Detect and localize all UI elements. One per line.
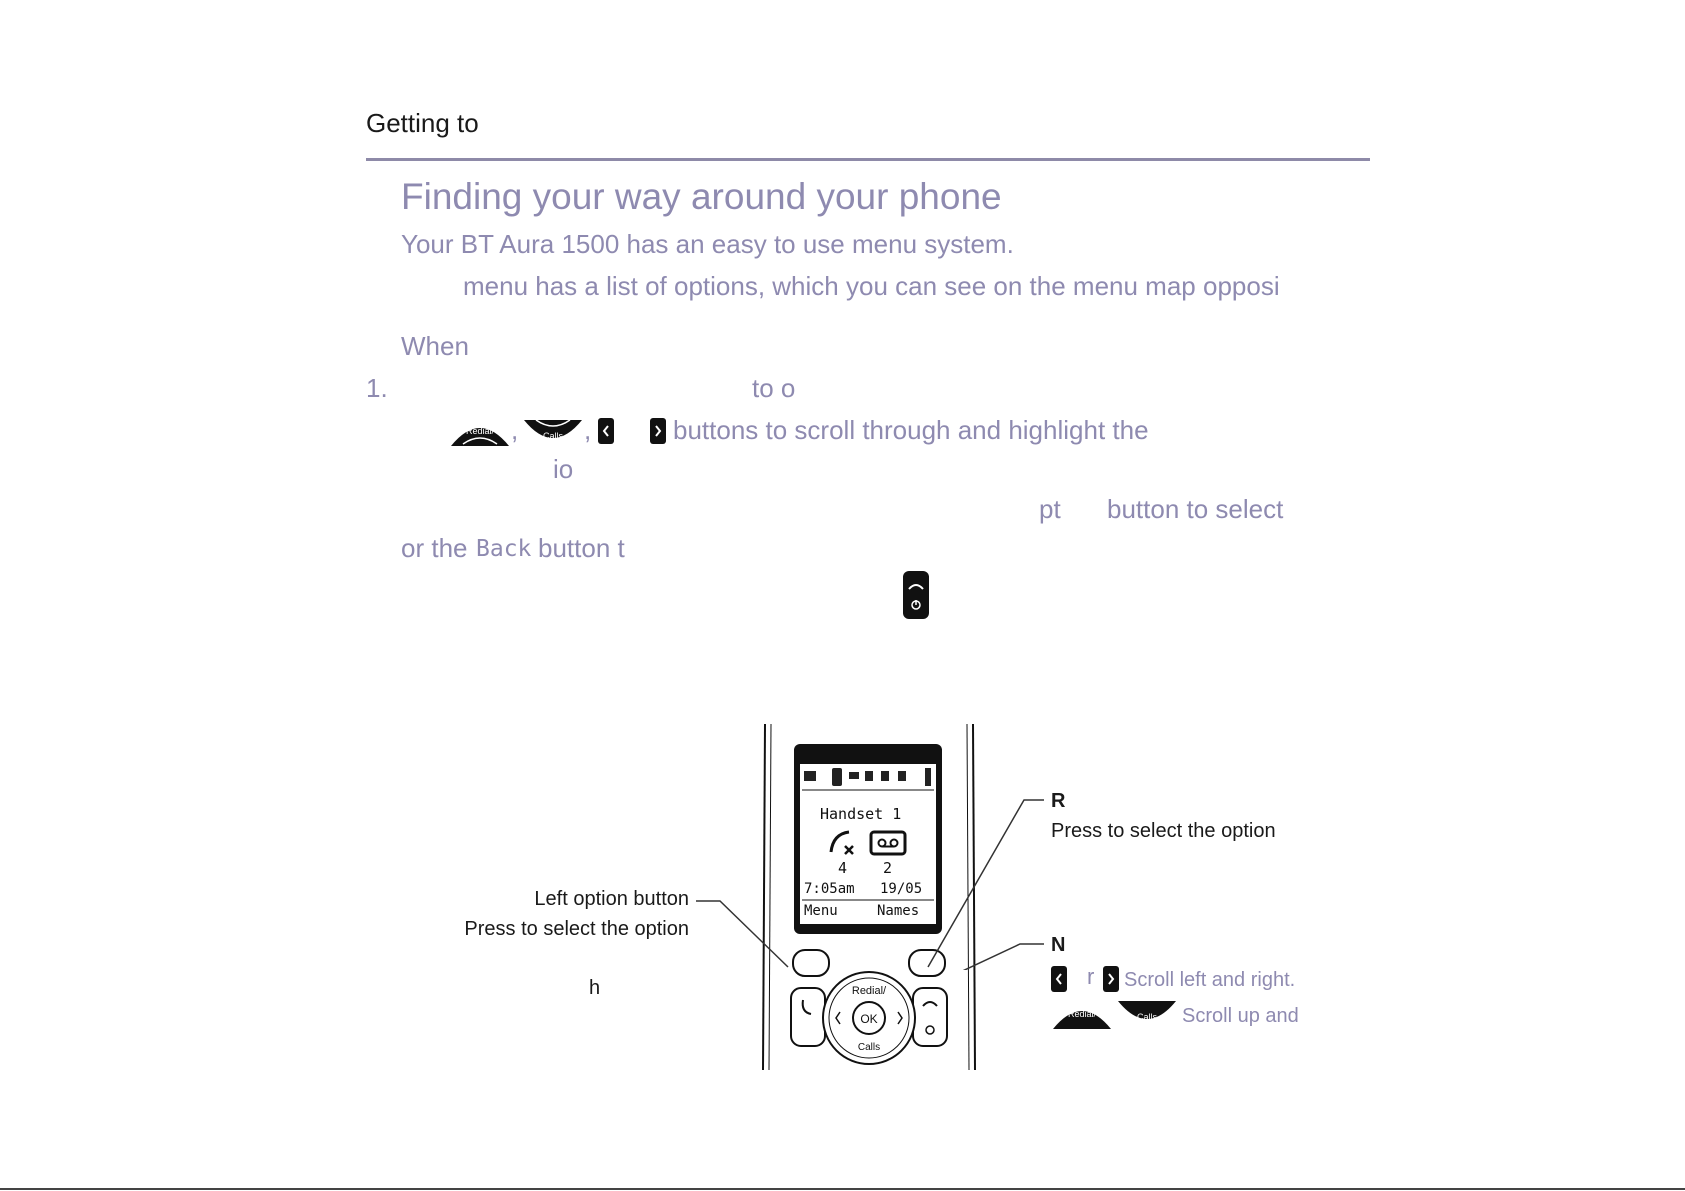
left-callout-fragment: h xyxy=(589,977,601,999)
step-number-1: 1. xyxy=(366,373,388,403)
nav-callout-heading: N xyxy=(1051,934,1066,956)
nav-callout-up-down: Scroll up and xyxy=(1182,1005,1299,1027)
screen-time: 7:05am xyxy=(804,881,855,897)
nav-calls-key-label: Calls xyxy=(1137,1012,1158,1022)
step-fragment-pt: pt xyxy=(1039,494,1061,524)
section-header: Getting to xyxy=(366,108,479,138)
redial-key-label: Redial/ xyxy=(466,426,495,436)
step-fragment-to-o: to o xyxy=(752,373,796,403)
step-fragment-io: io xyxy=(553,454,574,484)
callout-leader-lines xyxy=(696,799,1044,970)
phone-illustration: Redial/ OK Calls xyxy=(762,724,976,1070)
screen-missed-count: 4 xyxy=(838,859,848,877)
end-key[interactable] xyxy=(912,987,948,1047)
right-arrow-key-icon xyxy=(650,418,666,444)
redial-key-icon: Redial/ xyxy=(451,426,509,446)
screen-left-softkey: Menu xyxy=(804,903,838,919)
status-icons xyxy=(804,768,931,786)
calls-key-label: Calls xyxy=(543,431,564,441)
nav-calls-key-icon: Calls xyxy=(1118,1001,1176,1022)
end-call-key-icon xyxy=(903,571,929,619)
comma-2: , xyxy=(584,415,592,445)
intro-line-1: Your BT Aura 1500 has an easy to use men… xyxy=(401,229,1014,259)
button-t-text: button t xyxy=(538,533,625,563)
screen-handset-title: Handset 1 xyxy=(820,805,902,823)
bottom-rule xyxy=(0,1188,1685,1190)
screen-message-count: 2 xyxy=(883,859,893,877)
ok-button[interactable] xyxy=(852,1001,886,1035)
right-option-callout-desc: Press to select the option xyxy=(1051,820,1276,842)
nav-callout-or: r xyxy=(1087,964,1095,989)
nav-callout-left-right: Scroll left and right. xyxy=(1124,969,1296,991)
voicemail-icon xyxy=(869,830,907,856)
screen-date: 19/05 xyxy=(880,881,923,897)
nav-ok-label: OK xyxy=(860,1012,877,1026)
nav-calls-label: Calls xyxy=(858,1042,880,1053)
when-text: When xyxy=(401,331,469,361)
nav-left-arrow-icon xyxy=(1051,966,1067,992)
page-title: Finding your way around your phone xyxy=(401,176,1002,217)
select-instruction: button to select xyxy=(1107,494,1284,524)
nav-right-arrow-icon xyxy=(1103,966,1119,992)
or-the-text: or the xyxy=(401,533,468,563)
back-softkey-label: Back xyxy=(476,536,532,562)
left-option-callout-desc: Press to select the option xyxy=(464,918,689,940)
left-arrow-key-icon xyxy=(598,418,614,444)
right-option-button[interactable] xyxy=(908,949,946,977)
nav-redial-label: Redial/ xyxy=(852,985,887,997)
calls-key-icon: Calls xyxy=(524,419,582,441)
left-option-button[interactable] xyxy=(792,949,830,977)
intro-line-2: menu has a list of options, which you ca… xyxy=(463,271,1280,301)
nav-redial-key-icon: Redial/ xyxy=(1053,1009,1111,1029)
nav-redial-key-label: Redial/ xyxy=(1068,1009,1097,1019)
screen-right-softkey: Names xyxy=(877,903,920,919)
missed-call-icon xyxy=(829,830,850,853)
comma-1: , xyxy=(511,415,519,445)
talk-key[interactable] xyxy=(790,987,826,1047)
left-option-callout-heading: Left option button xyxy=(534,888,689,910)
right-option-callout-heading: R xyxy=(1051,790,1066,812)
scroll-instruction: buttons to scroll through and highlight … xyxy=(673,415,1149,445)
header-rule xyxy=(366,158,1370,161)
